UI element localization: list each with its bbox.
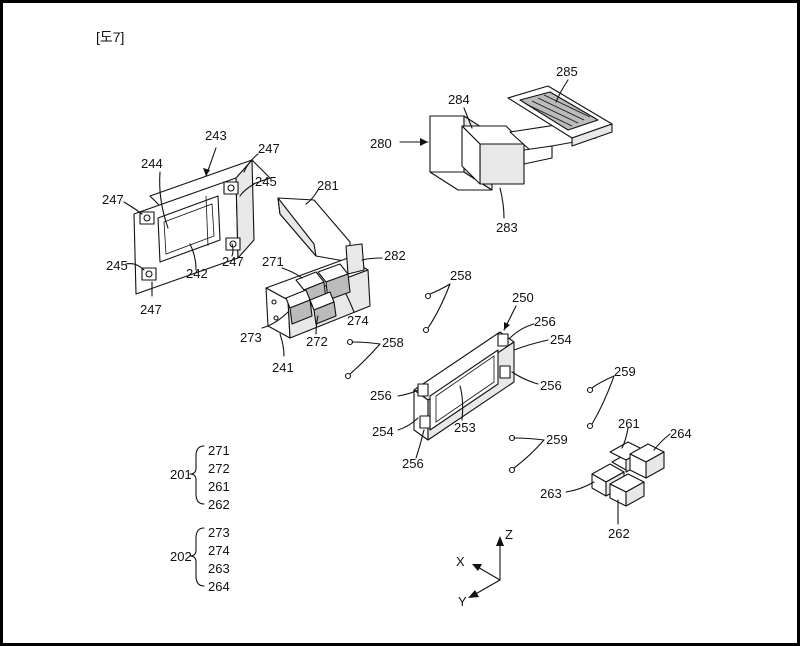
group-202-id: 202: [170, 549, 192, 564]
group-201-id: 201: [170, 467, 192, 482]
patent-sheet: [3, 3, 797, 643]
group-202-member-3: 263: [208, 561, 230, 576]
label-254-right: 254: [550, 332, 572, 347]
leaders-243: [123, 147, 259, 297]
label-284: 284: [448, 92, 470, 107]
label-254-left: 254: [372, 424, 394, 439]
label-262: 262: [608, 526, 630, 541]
group-201-member-4: 262: [208, 497, 230, 512]
label-258-left: 258: [382, 335, 404, 350]
lens-plate-250: [413, 331, 515, 441]
group-legend-202: 202 273 274 263 264: [170, 525, 230, 594]
flex-module-280: [429, 85, 613, 191]
label-285: 285: [556, 64, 578, 79]
label-259-left: 259: [546, 432, 568, 447]
label-256-top: 256: [534, 314, 556, 329]
coordinate-axes: Z X Y: [456, 527, 513, 609]
label-259-top: 259: [614, 364, 636, 379]
label-241: 241: [272, 360, 294, 375]
label-273: 273: [240, 330, 262, 345]
group-201-member-1: 271: [208, 443, 230, 458]
label-258-top: 258: [450, 268, 472, 283]
label-245-left: 245: [106, 258, 128, 273]
label-271: 271: [262, 254, 284, 269]
label-256-bottom: 256: [402, 456, 424, 471]
label-244: 244: [141, 156, 163, 171]
label-282: 282: [384, 248, 406, 263]
group-201-member-2: 272: [208, 461, 230, 476]
y-axis-label: Y: [458, 594, 467, 609]
label-256-right: 256: [540, 378, 562, 393]
label-250: 250: [512, 290, 534, 305]
frame-bracket-243: [133, 159, 271, 295]
leaders-280: [399, 79, 569, 219]
x-axis: [475, 565, 501, 581]
label-253: 253: [454, 420, 476, 435]
magnet-cross-26x: [591, 441, 665, 507]
label-243: 243: [205, 128, 227, 143]
label-280: 280: [370, 136, 392, 151]
label-247-right: 247: [222, 254, 244, 269]
label-283: 283: [496, 220, 518, 235]
group-legend-201: 201 271 272 261 262: [170, 443, 230, 512]
label-256-left: 256: [370, 388, 392, 403]
label-263: 263: [540, 486, 562, 501]
figure-label: [도7]: [96, 29, 124, 45]
label-272: 272: [306, 334, 328, 349]
group-202-member-1: 273: [208, 525, 230, 540]
label-274: 274: [347, 313, 369, 328]
leaders-26x: [508, 375, 671, 525]
label-247-left: 247: [102, 192, 124, 207]
group-201-member-3: 261: [208, 479, 230, 494]
label-247-bottom: 247: [140, 302, 162, 317]
group-202-member-2: 274: [208, 543, 230, 558]
x-axis-label: X: [456, 554, 465, 569]
sensor-board-241: [265, 197, 371, 339]
z-axis-label: Z: [505, 527, 513, 542]
label-281: 281: [317, 178, 339, 193]
label-245-right: 245: [255, 174, 277, 189]
group-202-member-4: 264: [208, 579, 230, 594]
leaders-241: [261, 189, 383, 357]
label-242: 242: [186, 266, 208, 281]
label-247-top: 247: [258, 141, 280, 156]
label-264: 264: [670, 426, 692, 441]
label-261: 261: [618, 416, 640, 431]
leaders-250: [344, 283, 549, 459]
